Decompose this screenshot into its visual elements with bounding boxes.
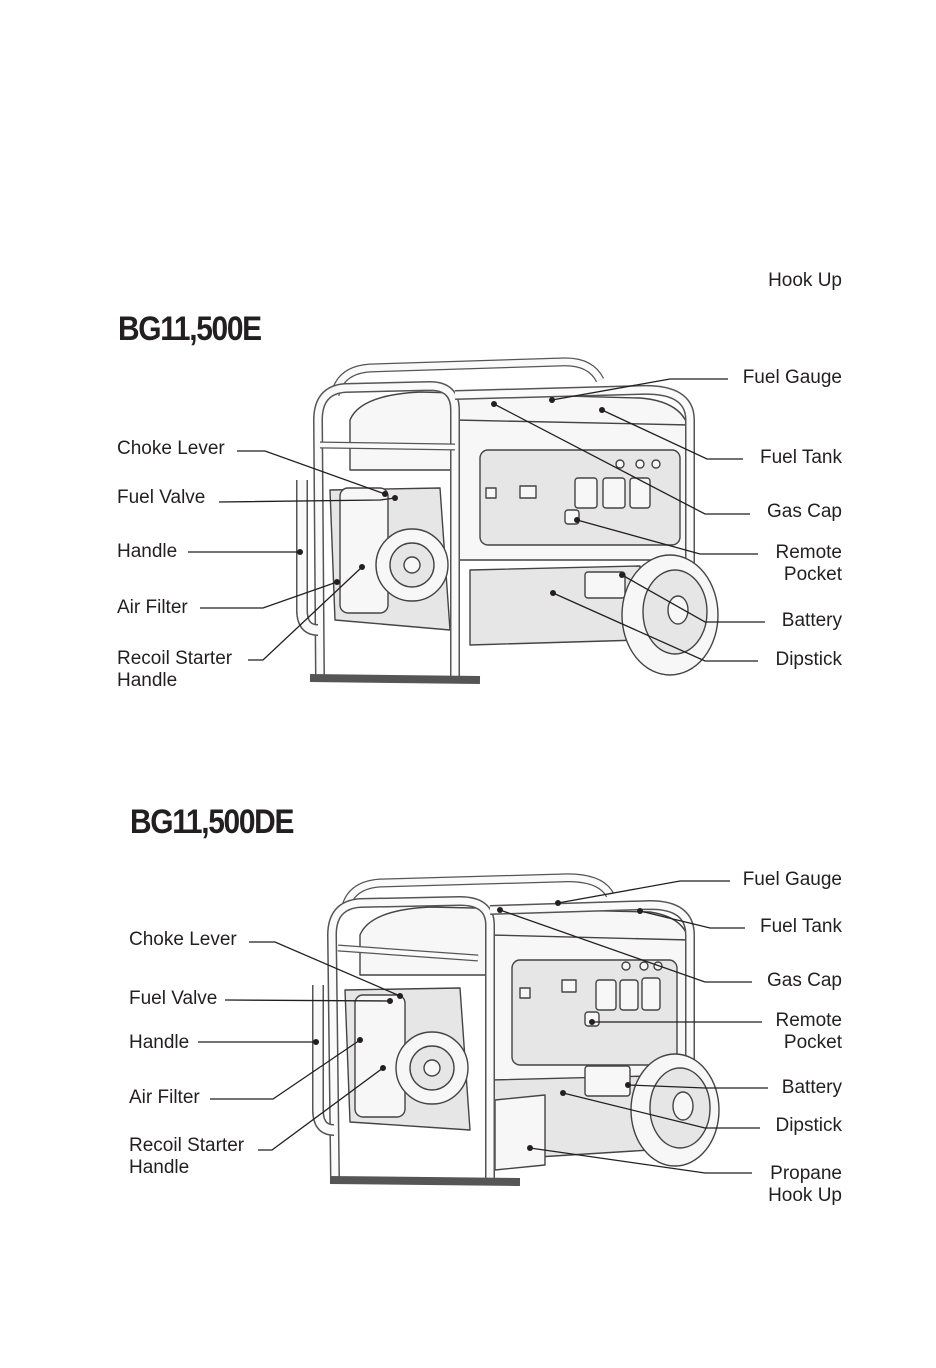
label-hookup-2: Hook Up	[768, 1185, 842, 1207]
label-pocket-2: Pocket	[784, 1032, 842, 1054]
label-choke-lever-2: Choke Lever	[129, 929, 237, 951]
label-fuel-valve-2: Fuel Valve	[129, 988, 217, 1010]
label-remote-2: Remote	[775, 1010, 842, 1032]
label-gas-cap-2: Gas Cap	[767, 970, 842, 992]
label-dipstick-2: Dipstick	[775, 1115, 842, 1137]
label-recoil-starter-2: Recoil Starter	[129, 1135, 244, 1157]
label-battery-2: Battery	[782, 1077, 842, 1099]
label-fuel-gauge-2: Fuel Gauge	[743, 869, 842, 891]
label-handle-2: Handle	[129, 1032, 189, 1054]
label-propane-2: Propane	[770, 1163, 842, 1185]
label-recoil-handle-2: Handle	[129, 1157, 189, 1179]
label-air-filter-2: Air Filter	[129, 1087, 200, 1109]
label-fuel-tank-2: Fuel Tank	[760, 916, 842, 938]
